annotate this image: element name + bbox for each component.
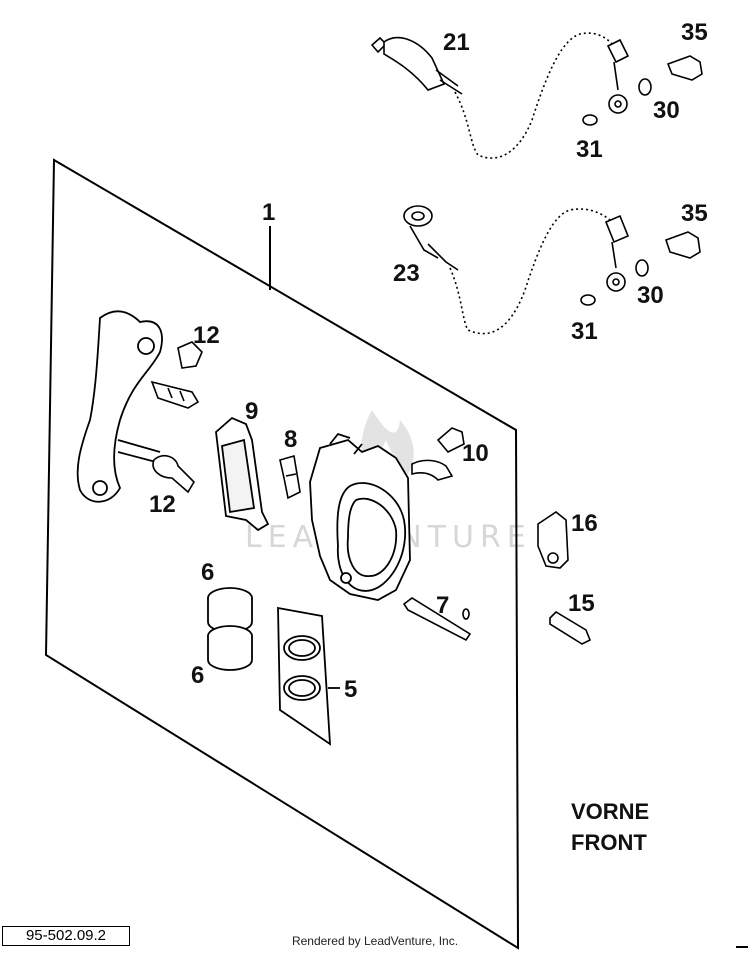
callout-12-bottom: 12 [149,491,176,518]
callout-8: 8 [284,426,297,453]
callout-31-middle: 31 [571,318,598,345]
callout-9: 9 [245,398,258,425]
callout-6-bottom: 6 [191,662,204,689]
assembly-panel-outline [44,158,520,950]
callout-35-middle: 35 [681,200,708,227]
caliper-pin-7 [402,597,472,642]
rendered-by-footer: Rendered by LeadVenture, Inc. [291,934,459,948]
bolt-15 [549,610,592,645]
callout-31-top: 31 [576,136,603,163]
callout-12-top: 12 [193,322,220,349]
mounting-plate-16 [537,511,569,569]
callout-5: 5 [344,676,357,703]
hose-assembly-middle [403,205,701,335]
seal-kit-5 [277,606,340,746]
caliper-bracket [76,310,163,503]
callout-21: 21 [443,29,470,56]
callout-1: 1 [262,199,275,226]
orientation-label-vorne: VORNE [571,799,649,824]
callout-7: 7 [436,592,449,619]
brake-pad-9 [215,416,270,532]
pad-spring-8 [279,454,301,500]
orientation-label-front: FRONT [571,830,647,855]
corner-mark [736,946,748,948]
callout-35-top: 35 [681,19,708,46]
guide-pin-12 [152,454,196,494]
callout-10: 10 [462,440,489,467]
reference-code: 95-502.09.2 [2,926,130,946]
bleeder-valve-10 [411,427,465,481]
callout-30-middle: 30 [637,282,664,309]
hose-assembly-top [370,32,703,159]
callout-16: 16 [571,510,598,537]
callout-30-top: 30 [653,97,680,124]
callout-6-top: 6 [201,559,214,586]
callout-15: 15 [568,590,595,617]
caliper-body [309,432,411,601]
pistons-6 [207,587,253,671]
callout-23: 23 [393,260,420,287]
bushing-12 [150,341,203,409]
